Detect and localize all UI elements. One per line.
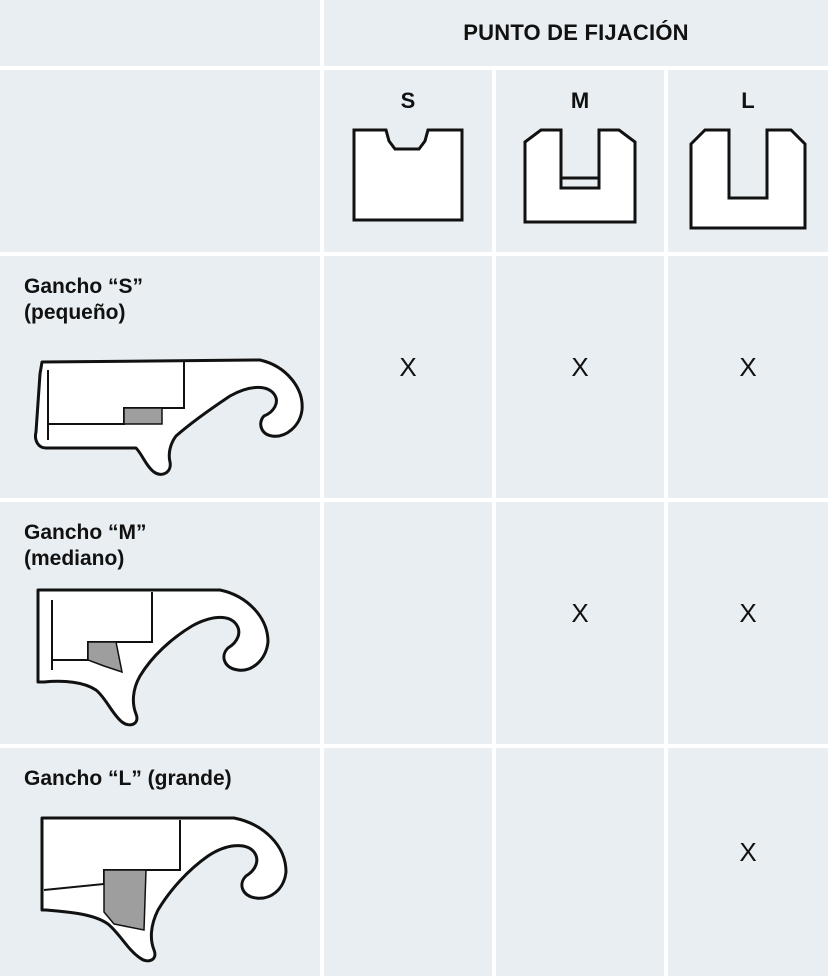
fit-mark: X (399, 351, 417, 382)
fit-s-l: X (668, 256, 828, 498)
slot-s-icon (352, 128, 464, 222)
fit-mark: X (739, 351, 757, 382)
hook-row-l: Gancho “L” (grande) (0, 748, 320, 976)
header-title: PUNTO DE FIJACIÓN (463, 20, 689, 45)
fit-l-l: X (668, 748, 828, 976)
slot-l-icon (689, 128, 807, 230)
fit-l-m (496, 748, 664, 976)
fit-mark: X (571, 597, 589, 628)
slot-m-icon (523, 128, 637, 224)
header-title-cell: PUNTO DE FIJACIÓN (324, 0, 828, 66)
fit-s-s: X (324, 256, 492, 498)
hook-row-s: Gancho “S” (pequeño) (0, 256, 320, 498)
fit-mark: X (739, 597, 757, 628)
fit-m-l: X (668, 502, 828, 744)
size-head-s: S (324, 70, 492, 252)
fit-s-m: X (496, 256, 664, 498)
hook-name-s: Gancho “S” (pequeño) (24, 275, 144, 324)
hook-m-icon (36, 588, 270, 727)
fit-mark: X (571, 351, 589, 382)
fit-m-s (324, 502, 492, 744)
size-label-s: S (400, 88, 416, 113)
fit-l-s (324, 748, 492, 976)
hook-name-l: Gancho “L” (grande) (24, 767, 232, 790)
corner-cell (0, 0, 320, 66)
hook-s-icon (34, 358, 304, 476)
size-corner-cell (0, 70, 320, 252)
fit-mark: X (739, 836, 757, 867)
size-label-l: L (741, 88, 755, 113)
size-head-m: M (496, 70, 664, 252)
size-head-l: L (668, 70, 828, 252)
fit-m-m: X (496, 502, 664, 744)
size-label-m: M (570, 88, 590, 113)
hook-l-icon (40, 816, 288, 963)
hook-name-m: Gancho “M” (mediano) (24, 521, 147, 570)
hook-row-m: Gancho “M” (mediano) (0, 502, 320, 744)
